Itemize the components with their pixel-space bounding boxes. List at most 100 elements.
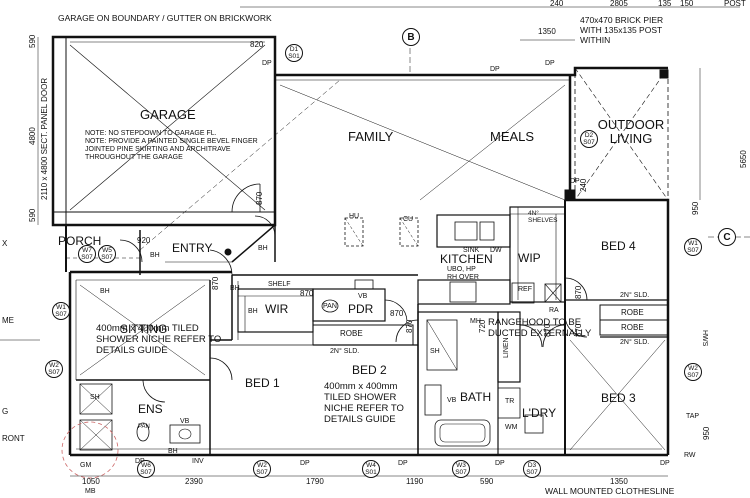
garage-boundary-note: GARAGE ON BOUNDARY / GUTTER ON BRICKWORK: [58, 13, 272, 23]
sitting-niche-note: 400mm x 400mm TILED SHOWER NICHE REFER T…: [96, 323, 222, 356]
room-kitchen: KITCHEN: [440, 252, 493, 266]
dp-label-7: DP: [495, 460, 505, 467]
robe-bed4-label: ROBE: [621, 308, 644, 317]
bh-label-6: BH: [168, 448, 178, 455]
front-label: RONT: [2, 434, 25, 443]
shelf-label: SHELF: [268, 281, 291, 288]
tap-label: TAP: [686, 413, 700, 420]
inv-label: INV: [192, 458, 204, 465]
cu-label: CU: [403, 216, 414, 223]
dim-bottom-590: 590: [480, 477, 494, 486]
grid-marker-x: X: [2, 239, 8, 248]
robe-bed2-label: ROBE: [340, 329, 363, 338]
dp-label-6: DP: [398, 460, 408, 467]
wm-label: WM: [505, 424, 518, 431]
grid-marker-b: B: [402, 28, 420, 46]
tr-label: TR: [505, 398, 515, 405]
sh-ens: SH: [90, 394, 100, 401]
dim-top-135: 135: [658, 0, 672, 8]
ref-label: REF: [518, 286, 532, 293]
door-870-wir: 870: [300, 289, 314, 298]
dim-top-240: 240: [550, 0, 564, 8]
g-label: G: [2, 407, 9, 416]
pan-pdr: PAN: [323, 303, 337, 310]
door-920: 920: [137, 236, 151, 245]
dp-label-1: DP: [262, 60, 272, 67]
room-porch: PORCH: [58, 234, 102, 248]
dp-label-9: DP: [660, 460, 670, 467]
room-entry: ENTRY: [172, 241, 213, 255]
dp-label-5: DP: [300, 460, 310, 467]
dim-top-150: 150: [680, 0, 694, 8]
dim-right-950b: 950: [702, 426, 711, 440]
garage-note-1: NOTE: NO STEPDOWN TO GARAGE FL.: [85, 130, 217, 137]
door-870-garage: 870: [255, 191, 264, 205]
hu-label: HU: [349, 213, 360, 220]
post-label: POST: [724, 0, 746, 8]
room-wip: WIP: [518, 251, 541, 265]
room-laundry: L'DRY: [522, 406, 557, 420]
bh-label-2: BH: [150, 252, 160, 259]
door-870-bed2: 870: [405, 319, 414, 333]
dp-label-3: DP: [490, 66, 500, 73]
ubo-label: UBO, HP: [447, 266, 476, 273]
clothesline-note: WALL MOUNTED CLOTHESLINE: [545, 486, 675, 496]
dim-right-240: 240: [579, 178, 588, 192]
mh-label: MH: [470, 318, 481, 325]
door-870-entry: 870: [211, 276, 220, 290]
bh-label-3: BH: [230, 285, 240, 292]
room-bed3: BED 3: [601, 391, 636, 405]
room-bed1: BED 1: [245, 376, 280, 390]
door-870-bed3: 870: [574, 323, 583, 337]
dim-right-5650: 5650: [739, 150, 748, 168]
vb-pdr: VB: [358, 293, 368, 300]
dim-top-1350: 1350: [538, 27, 556, 36]
dim-right-950: 950: [691, 201, 700, 215]
vb-bath: VB: [447, 397, 457, 404]
door-870-bath: 870: [543, 323, 552, 337]
linen-label: LINEN: [503, 337, 510, 358]
dim-bottom-1790: 1790: [306, 477, 324, 486]
dim-left-590: 590: [28, 34, 37, 48]
bh-label-5: BH: [100, 288, 110, 295]
shelves-label: 4N° SHELVES: [528, 210, 558, 225]
room-garage: GARAGE: [140, 107, 196, 122]
room-pdr: PDR: [348, 302, 374, 316]
room-bed2: BED 2: [352, 363, 387, 377]
bed2-niche-note: 400mm x 400mm TILED SHOWER NICHE REFER T…: [324, 381, 404, 425]
sld-bed2: 2N° SLD.: [330, 348, 360, 355]
dim-top-2805: 2805: [610, 0, 628, 8]
room-bath: BATH: [460, 390, 492, 404]
room-wir: WIR: [265, 302, 289, 316]
sink-label: SINK: [463, 247, 480, 254]
sld-bed4: 2N° SLD.: [620, 292, 650, 299]
dim-bottom-1350: 1350: [610, 477, 628, 486]
ra-label: RA: [549, 307, 559, 314]
door-870-pdr: 870: [390, 309, 404, 318]
robe-bed3-label: ROBE: [621, 323, 644, 332]
grid-marker-c: C: [718, 228, 736, 246]
room-bed4: BED 4: [601, 239, 636, 253]
room-ensuite: ENS: [138, 402, 163, 416]
dim-bottom-2390: 2390: [185, 477, 203, 486]
garage-door-note: 2110 x 4800 SECT. PANEL DOOR: [40, 77, 49, 200]
door-820: 820: [250, 40, 264, 49]
dim-left-590b: 590: [28, 208, 37, 222]
room-family: FAMILY: [348, 129, 394, 144]
rangehood-note: RANGEHOOD TO BE DUCTED EXTERNALLY: [488, 317, 592, 339]
room-outdoor-living: OUTDOOR LIVING: [597, 117, 665, 146]
dim-left-4800: 4800: [28, 127, 37, 145]
dim-bottom-1190: 1190: [406, 477, 424, 486]
